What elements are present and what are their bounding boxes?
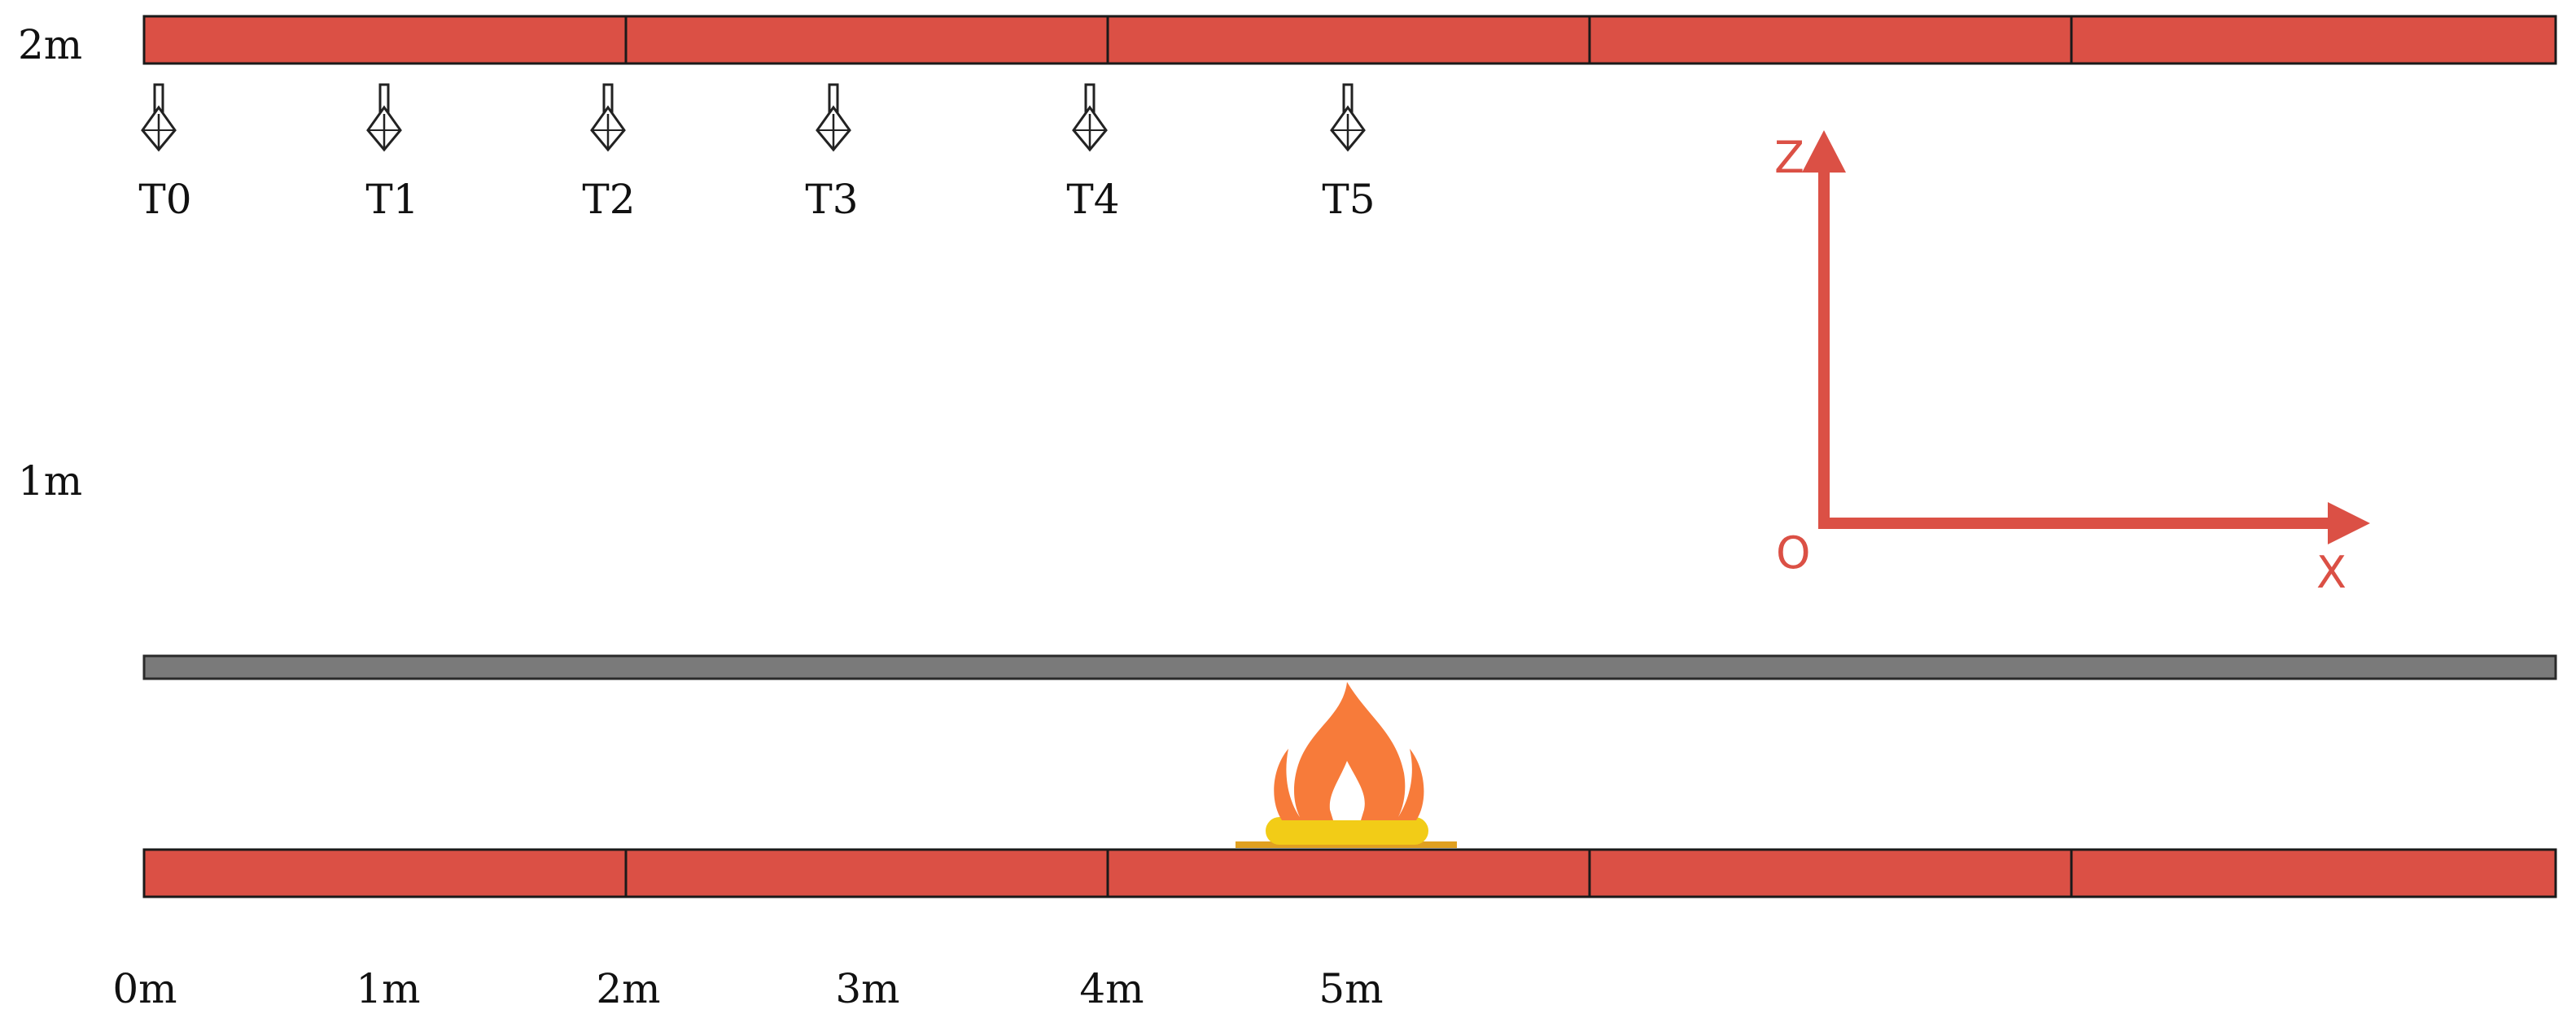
sensor-t2: T2 bbox=[582, 83, 636, 223]
distance-label-3m: 3m bbox=[835, 965, 899, 1012]
burner-fuel bbox=[1266, 817, 1428, 845]
thermocouple-icon bbox=[366, 83, 402, 152]
thermocouple-icon bbox=[1330, 83, 1366, 152]
bottom-beam bbox=[142, 848, 2557, 898]
sensor-label: T0 bbox=[138, 176, 191, 223]
thermocouple-icon bbox=[816, 83, 851, 152]
grey-plate bbox=[142, 654, 2557, 680]
sensor-t0: T0 bbox=[138, 83, 192, 223]
sensor-t5: T5 bbox=[1322, 83, 1375, 223]
origin-label: O bbox=[1776, 527, 1811, 579]
sensor-label: T4 bbox=[1066, 176, 1119, 223]
distance-label-0m: 0m bbox=[112, 965, 177, 1012]
sensor-label: T2 bbox=[582, 176, 635, 223]
sensor-t4: T4 bbox=[1066, 83, 1120, 223]
thermocouple-icon bbox=[1072, 83, 1108, 152]
z-axis-arrowhead bbox=[1802, 130, 1846, 173]
height-label-1m: 1m bbox=[18, 457, 82, 505]
thermocouple-icon bbox=[141, 83, 177, 152]
thermocouple-icon bbox=[590, 83, 626, 152]
flame-icon bbox=[1274, 682, 1424, 820]
x-axis-label: X bbox=[2316, 547, 2346, 598]
distance-label-1m: 1m bbox=[356, 965, 420, 1012]
sensor-t3: T3 bbox=[805, 83, 859, 223]
z-axis-label: Z bbox=[1774, 132, 1804, 183]
distance-label-2m: 2m bbox=[596, 965, 660, 1012]
x-axis-arrowhead bbox=[2328, 502, 2370, 544]
sensor-label: T1 bbox=[365, 176, 418, 223]
top-beam bbox=[142, 15, 2557, 65]
sensor-t1: T1 bbox=[365, 83, 419, 223]
fire-source bbox=[1236, 682, 1457, 848]
coordinate-axes: Z O X bbox=[1774, 130, 2370, 598]
sensor-label: T3 bbox=[805, 176, 858, 223]
sensor-label: T5 bbox=[1322, 176, 1375, 223]
height-label-2m: 2m bbox=[18, 21, 82, 68]
distance-label-4m: 4m bbox=[1079, 965, 1144, 1012]
distance-label-5m: 5m bbox=[1319, 965, 1383, 1012]
